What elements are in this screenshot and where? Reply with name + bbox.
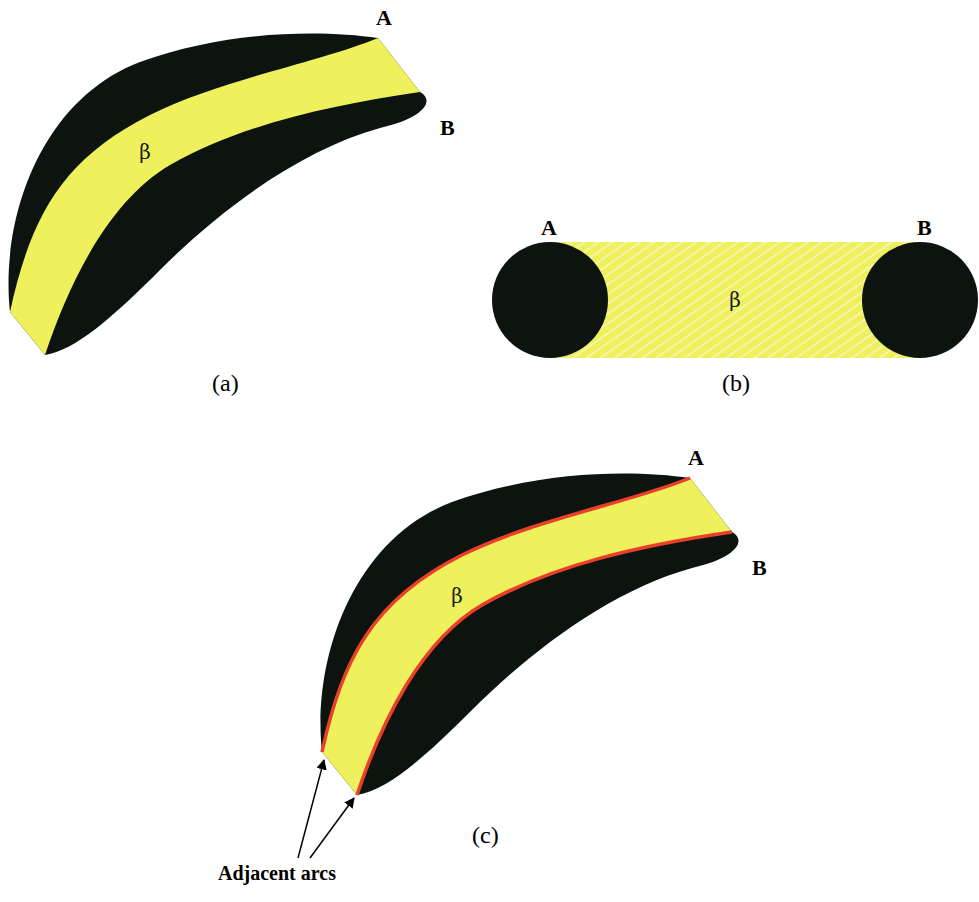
point-label: B: [440, 116, 455, 140]
dark-region: [9, 34, 427, 355]
point-label: A: [688, 446, 704, 470]
band-shape: [312, 470, 752, 810]
band-fill: [322, 478, 732, 795]
point-label: A: [541, 216, 557, 240]
callout-label: Adjacent arcs: [218, 862, 336, 884]
region-label: β: [729, 288, 741, 312]
dark-disc: [862, 242, 978, 358]
panel-caption: (a): [212, 370, 239, 396]
adjacent-arc: [322, 478, 690, 752]
leader-line: [310, 798, 354, 858]
dark-disc: [492, 242, 608, 358]
band-region: β: [312, 470, 752, 810]
point-label: A: [376, 6, 392, 30]
point-label: B: [752, 556, 767, 580]
band-region: β: [0, 30, 440, 370]
region-label: β: [139, 140, 151, 164]
region-label: β: [451, 584, 463, 608]
panel-caption: (b): [722, 370, 750, 396]
point-label: B: [917, 216, 932, 240]
band-fill: [10, 38, 420, 355]
band-region: β: [550, 242, 920, 358]
dark-region: [321, 474, 739, 795]
band-shape: [0, 30, 440, 370]
panel-caption: (c): [472, 822, 499, 848]
adjacent-arc: [357, 532, 732, 795]
